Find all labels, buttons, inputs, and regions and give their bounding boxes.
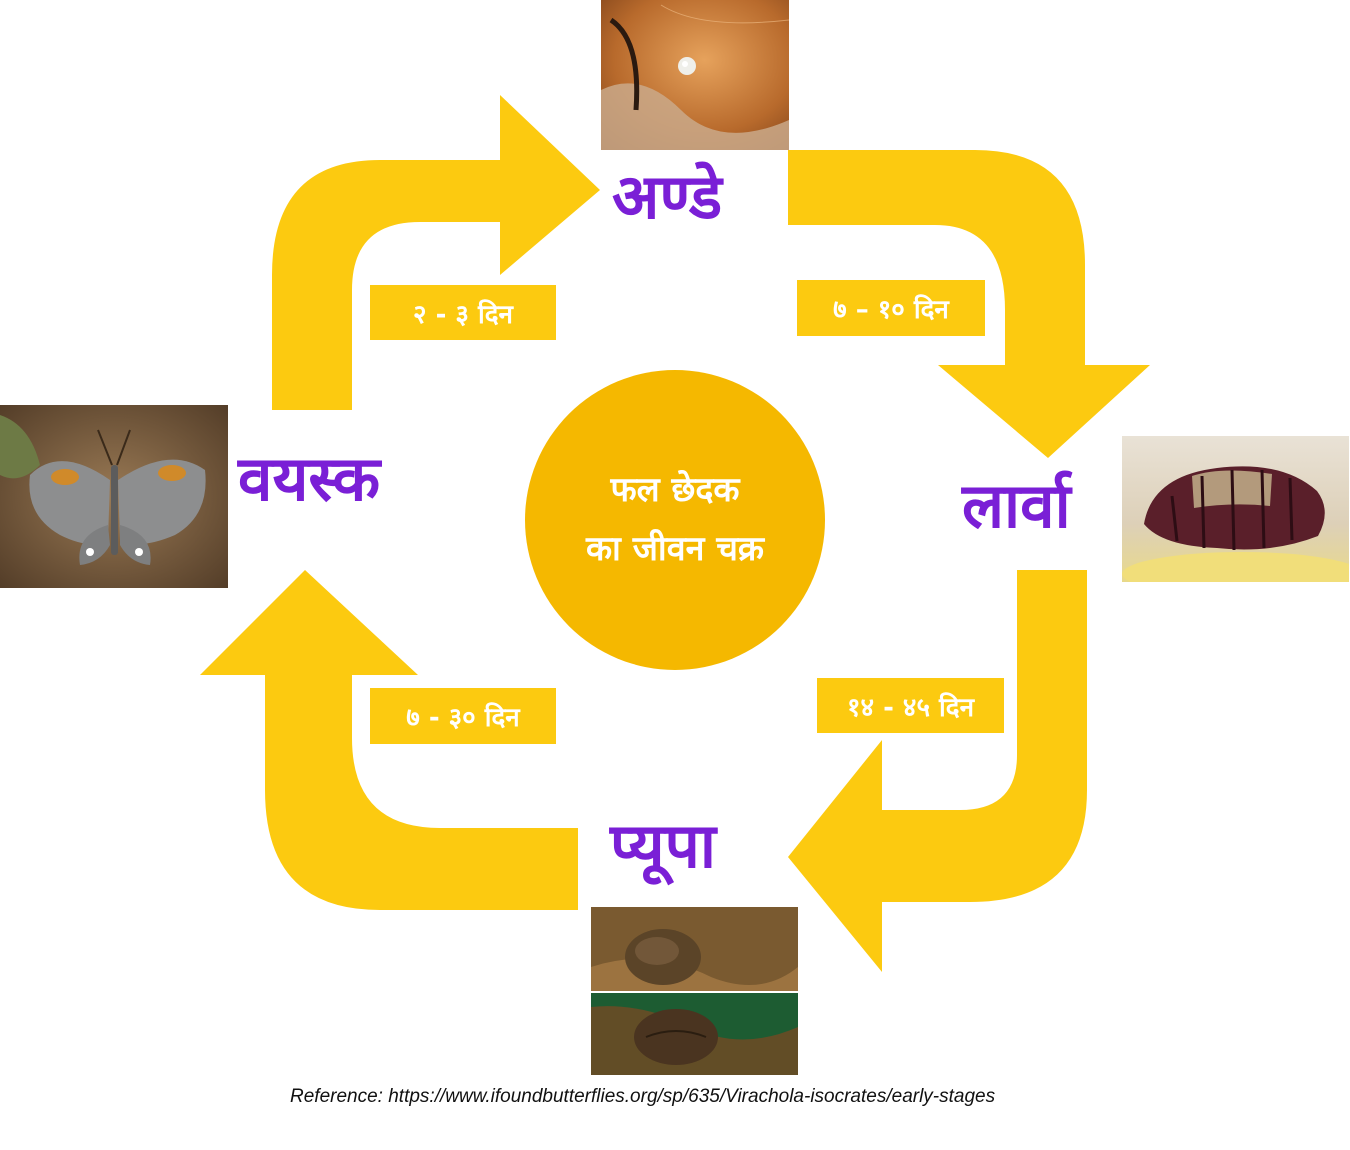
center-title-circle: फल छेदक का जीवन चक्र: [525, 370, 825, 670]
center-title-line1: फल छेदक: [610, 469, 740, 510]
arrow-adult-to-egg: [272, 95, 600, 410]
stage-label-adult: वयस्क: [238, 442, 381, 515]
stage-label-larva: लार्वा: [962, 469, 1071, 542]
arrow-pupa-to-adult: [200, 570, 578, 910]
arrow-larva-to-pupa: [788, 570, 1087, 972]
duration-egg-to-larva: ७ – १० दिन: [797, 280, 985, 336]
reference-text: Reference: https://www.ifoundbutterflies…: [290, 1086, 996, 1107]
duration-pupa-to-adult: ७ - ३० दिन: [370, 688, 556, 744]
pupa-photo: [591, 907, 798, 1075]
butterfly-photo: [0, 405, 228, 588]
arrow-egg-to-larva: [788, 150, 1150, 458]
duration-adult-to-egg: २ - ३ दिन: [370, 285, 556, 340]
center-title-line2: का जीवन चक्र: [585, 529, 765, 569]
stage-label-pupa: प्यूपा: [610, 809, 716, 882]
duration-larva-to-pupa: १४ - ४५ दिन: [817, 678, 1004, 733]
egg-photo: [601, 0, 789, 150]
larva-photo: [1122, 436, 1349, 582]
stage-label-egg: अण्डे: [612, 160, 722, 233]
